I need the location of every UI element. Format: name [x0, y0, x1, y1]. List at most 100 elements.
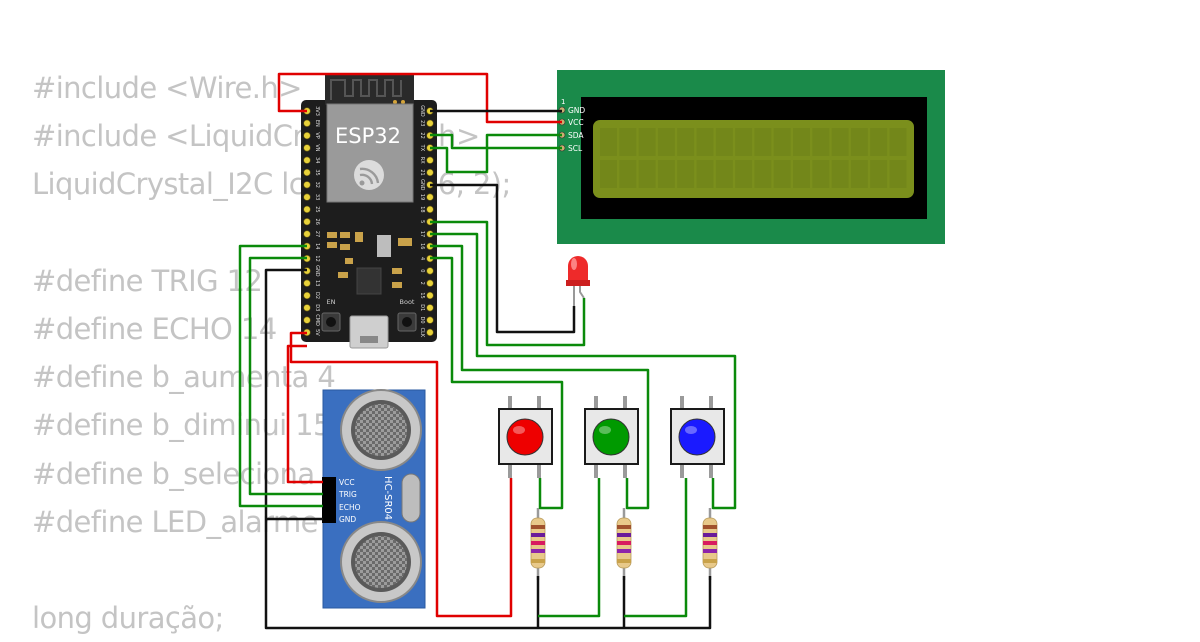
- esp32-pin[interactable]: [303, 218, 311, 226]
- hc-sr04-pin-label: GND: [339, 515, 356, 524]
- lcd-display[interactable]: 1 GND VCC SDA SCL: [557, 70, 945, 244]
- esp32-pin[interactable]: [303, 291, 311, 300]
- esp32-pin-label: 16: [419, 243, 425, 249]
- esp32-pin[interactable]: [426, 205, 434, 213]
- esp32-pin[interactable]: [426, 291, 434, 300]
- push-button-red[interactable]: [498, 396, 553, 478]
- wire-led-gnd[interactable]: [430, 183, 576, 334]
- led-alarm[interactable]: [566, 256, 590, 306]
- esp32-pin[interactable]: [303, 181, 311, 189]
- esp32-pin-label: RX: [419, 157, 425, 164]
- esp32-pin[interactable]: [303, 168, 311, 177]
- wire-lcd-scl[interactable]: [430, 133, 562, 174]
- esp32-pin[interactable]: [426, 316, 434, 324]
- antenna-trace: [330, 79, 402, 100]
- lcd-pin-one-label: 1: [561, 98, 565, 106]
- wire-lcd-vcc[interactable]: [277, 72, 562, 124]
- esp32-pin[interactable]: [303, 316, 311, 324]
- esp32-left-pin-header: 3V3ENVPVN343532332526271412GND13D2D3CMD5…: [303, 106, 320, 336]
- hc-sr04-sensor[interactable]: HC-SR04 VCC TRIG ECHO GND: [322, 389, 426, 609]
- wire-ground-bus[interactable]: [264, 268, 712, 630]
- resistor[interactable]: [702, 508, 718, 580]
- lcd-cell: [831, 128, 849, 156]
- lcd-cell: [638, 160, 656, 188]
- lcd-cell: [600, 160, 617, 188]
- esp32-pin[interactable]: [426, 119, 434, 127]
- esp32-pin-label: VN: [314, 144, 320, 151]
- resistor[interactable]: [616, 508, 632, 580]
- lcd-cell: [735, 160, 753, 188]
- esp32-pin[interactable]: [303, 230, 311, 238]
- wire-sensor-trig[interactable]: [248, 256, 323, 496]
- button-cap[interactable]: [506, 418, 544, 456]
- en-label: EN: [327, 298, 336, 306]
- esp32-pin-label: VP: [314, 132, 320, 138]
- esp32-pin-label: D0: [419, 317, 425, 324]
- esp32-pin[interactable]: [303, 132, 311, 140]
- button-cap[interactable]: [678, 418, 716, 456]
- esp32-pin-label: D1: [419, 304, 425, 311]
- esp32-pin-label: GND: [314, 265, 320, 277]
- lcd-cell: [619, 128, 637, 156]
- esp32-pin[interactable]: [426, 168, 434, 177]
- esp32-pin[interactable]: [426, 156, 434, 164]
- hc-sr04-pin-label: ECHO: [339, 503, 361, 512]
- esp32-pin[interactable]: [426, 304, 434, 312]
- push-button-blue[interactable]: [670, 396, 725, 478]
- esp32-pin[interactable]: [303, 304, 311, 312]
- esp32-pin-label: D2: [314, 292, 320, 299]
- lcd-cell: [638, 128, 656, 156]
- resistor-band: [703, 525, 717, 529]
- micro-usb-port[interactable]: [349, 315, 389, 349]
- esp32-pin[interactable]: [426, 328, 434, 337]
- lcd-character-grid: [600, 128, 907, 188]
- esp32-pin-label: 32: [314, 182, 320, 188]
- esp32-pin[interactable]: [303, 193, 311, 201]
- led-body: [568, 256, 588, 284]
- resistor-band: [617, 549, 631, 553]
- button-cap[interactable]: [592, 418, 630, 456]
- wires: [238, 72, 737, 630]
- wire-lcd-sda[interactable]: [430, 133, 562, 150]
- lcd-cell: [793, 160, 810, 188]
- esp32-pin-label: 34: [314, 157, 320, 163]
- code-line: #define ECHO 14: [32, 311, 277, 346]
- crystal-oscillator: [401, 473, 421, 523]
- esp32-pin-label: 26: [314, 219, 320, 225]
- wire-sensor-echo[interactable]: [238, 244, 323, 508]
- push-button-green[interactable]: [584, 396, 639, 478]
- esp32-pin[interactable]: [303, 279, 311, 287]
- resistor[interactable]: [530, 508, 546, 580]
- resistor-band: [703, 541, 717, 545]
- esp32-pin-label: 5V: [314, 329, 320, 336]
- esp32-pin[interactable]: [303, 144, 311, 152]
- lcd-cell: [773, 128, 791, 156]
- wire-button-vcc[interactable]: [289, 344, 513, 618]
- esp32-pin-label: 23: [419, 120, 425, 126]
- resistor-band: [617, 525, 631, 529]
- lcd-cell: [657, 128, 675, 156]
- esp32-pin[interactable]: [303, 205, 311, 213]
- esp32-pin[interactable]: [426, 193, 434, 201]
- wire-button-blue[interactable]: [430, 232, 737, 510]
- esp32-pin[interactable]: [303, 119, 311, 127]
- wire-sensor-vcc[interactable]: [286, 331, 323, 484]
- esp32-pin-label: 19: [419, 194, 425, 200]
- lcd-cell: [696, 160, 714, 188]
- wire-button-green[interactable]: [430, 244, 650, 510]
- wire-button-red[interactable]: [430, 256, 564, 510]
- esp32-pin-label: GND: [419, 179, 425, 191]
- esp32-pin[interactable]: [426, 267, 434, 275]
- lcd-cell: [889, 160, 907, 188]
- resistor-band: [531, 559, 545, 563]
- lcd-cell: [773, 160, 791, 188]
- wire-led-signal[interactable]: [430, 220, 586, 347]
- hc-sr04-pins: VCC TRIG ECHO GND: [322, 477, 361, 524]
- code-line: #define b_diminui 15: [32, 408, 331, 443]
- esp32-pin-label: 14: [314, 243, 320, 249]
- lcd-cell: [754, 160, 772, 188]
- espressif-logo-icon: [354, 160, 384, 190]
- esp32-pin[interactable]: [426, 279, 434, 287]
- esp32-pin[interactable]: [303, 156, 311, 164]
